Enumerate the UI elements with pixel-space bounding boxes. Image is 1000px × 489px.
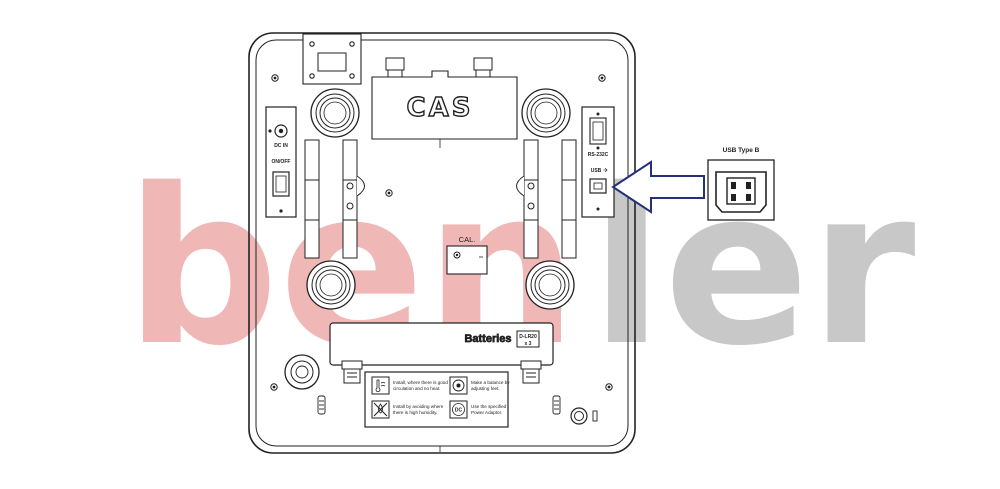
top-clip-right	[473, 57, 493, 78]
svg-text:DC: DC	[455, 408, 463, 414]
foot-bottom-right	[525, 260, 575, 310]
instruction-4-line2: Power Adaptor.	[471, 410, 502, 415]
rails-left	[304, 139, 365, 259]
instruction-3-line1: Install by avoiding where	[393, 404, 444, 409]
top-tab	[302, 33, 362, 85]
bottom-right-port	[570, 407, 598, 425]
instruction-4-line1: Use the specified	[471, 404, 507, 409]
usb-port-label: USB	[591, 168, 602, 174]
power-switch	[272, 171, 290, 197]
foot-top-left	[310, 88, 360, 138]
cal-area: CAL.	[446, 235, 488, 275]
top-clip-left	[385, 57, 405, 78]
on-off-label: ON/OFF	[272, 159, 291, 165]
left-power-panel: DC IN ON/OFF	[265, 106, 297, 218]
foot-top-right	[521, 88, 571, 138]
right-port-panel: RS-232C USB	[581, 106, 615, 218]
dc-in-label: DC IN	[274, 143, 288, 149]
temperature-icon	[371, 376, 390, 395]
instruction-2-line2: adjusting feet.	[471, 386, 500, 391]
instruction-2-line1: Make a balance by	[471, 380, 510, 385]
scale-body	[248, 32, 636, 454]
battery-clips	[341, 360, 542, 384]
instruction-1-line1: Install, where there is good	[393, 380, 448, 385]
level-bubble	[284, 354, 320, 390]
usb-type-b-label: USB Type B	[723, 147, 760, 154]
instruction-3-line2: there is high humidity.	[393, 410, 437, 415]
rs232c-label: RS-232C	[588, 152, 609, 158]
instruction-label: DC Install, where there is good circulat…	[364, 371, 510, 428]
side-grips	[317, 395, 561, 415]
logo-plate: CAS	[371, 70, 518, 148]
usb-type-b-callout: USB Type B	[707, 147, 775, 221]
usb-pointer-arrow	[611, 160, 705, 214]
foot-bottom-left	[306, 260, 356, 310]
usb-port	[589, 178, 607, 194]
battery-spec-line1: D-LR20	[519, 334, 537, 340]
instruction-1-line2: circulation and no heat.	[393, 386, 441, 391]
rails-right	[516, 139, 577, 259]
batteries-label: Batteries	[464, 333, 511, 345]
cal-button	[446, 245, 488, 275]
cal-label: CAL.	[459, 235, 476, 244]
cas-logo: CAS	[407, 93, 474, 123]
battery-compartment: Batteries D-LR20 x 3	[329, 322, 554, 366]
battery-spec-line2: x 3	[525, 341, 532, 347]
rs232c-port	[589, 117, 607, 145]
